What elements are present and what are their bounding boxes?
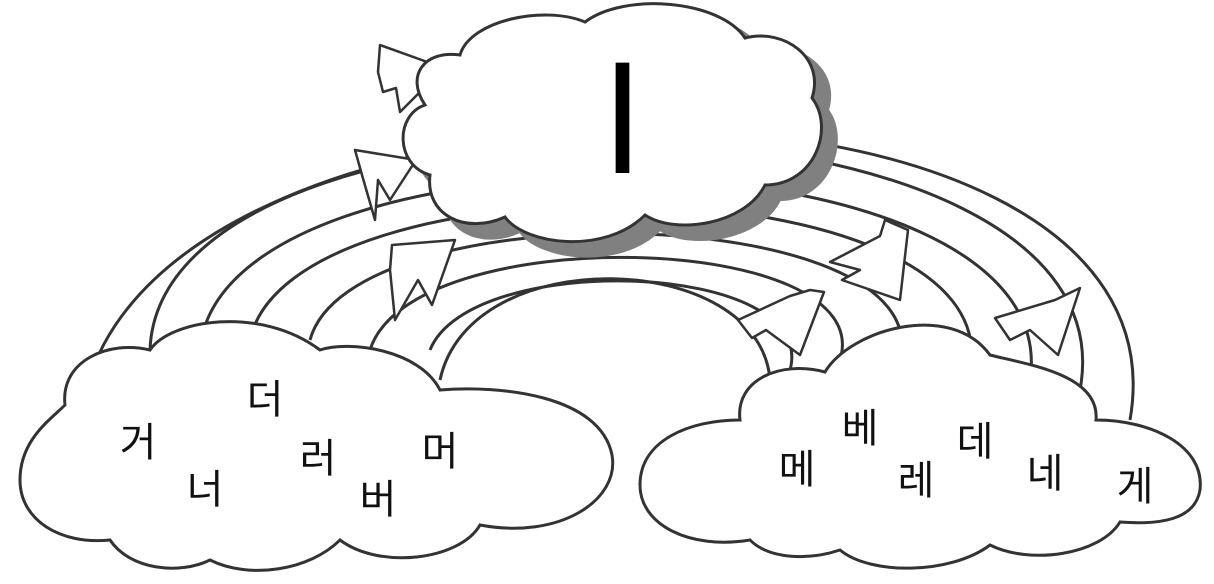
right-cloud bbox=[638, 323, 1202, 570]
arrow-out-2 bbox=[736, 288, 826, 357]
right-syllable-ge: 게 bbox=[1117, 464, 1154, 510]
outgoing-arrows bbox=[736, 218, 1082, 357]
center-vowel: ㅣ bbox=[567, 52, 677, 191]
left-syllable-meo: 머 bbox=[422, 429, 459, 475]
right-syllable-me: 메 bbox=[779, 447, 816, 493]
rainbow-arc-6 bbox=[368, 255, 844, 361]
arrow-out-3 bbox=[993, 286, 1082, 357]
left-syllable-geo: 거 bbox=[120, 420, 157, 466]
right-syllable-be: 베 bbox=[842, 406, 879, 452]
top-cloud-group: ㅣ bbox=[401, 2, 838, 258]
right-syllable-ne: 네 bbox=[1027, 451, 1064, 497]
right-syllable-re: 레 bbox=[898, 458, 935, 504]
arrow-in-2 bbox=[353, 148, 418, 222]
arrow-out-1 bbox=[828, 218, 910, 302]
left-syllable-beo: 버 bbox=[360, 477, 397, 523]
left-syllable-neo: 너 bbox=[187, 467, 224, 513]
arrow-in-3 bbox=[388, 238, 457, 322]
right-syllable-de: 데 bbox=[957, 419, 994, 465]
right-cloud-group: 메 베 레 데 네 게 bbox=[638, 323, 1202, 570]
top-cloud bbox=[401, 2, 823, 243]
incoming-arrows bbox=[353, 43, 457, 322]
left-syllable-reo: 러 bbox=[300, 436, 337, 482]
rainbow-arc-7 bbox=[428, 279, 794, 371]
left-cloud bbox=[18, 320, 615, 572]
left-syllable-deo: 더 bbox=[247, 377, 284, 423]
left-cloud-group: 거 너 더 러 버 머 bbox=[18, 320, 615, 572]
